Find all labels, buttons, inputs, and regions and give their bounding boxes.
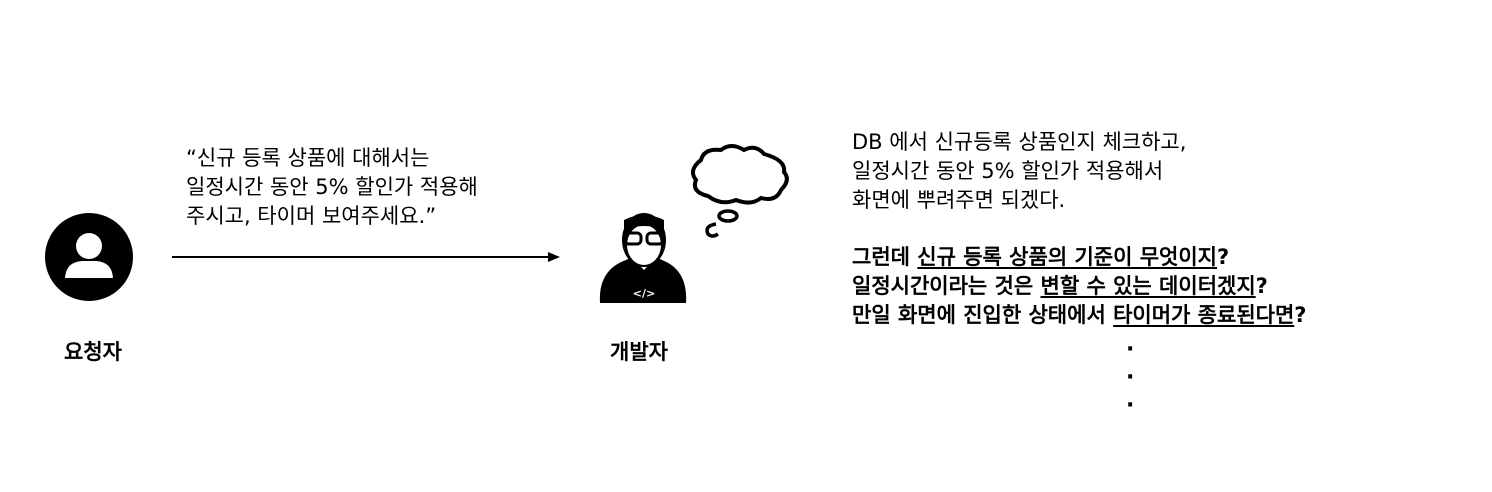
thought-line: DB 에서 신규등록 상품인지 체크하고,	[852, 130, 1187, 154]
request-arrow	[172, 252, 560, 262]
ellipsis: · · ·	[1126, 336, 1134, 420]
question-line: 그런데 신규 등록 상품의 기준이 무엇이지?	[852, 243, 1306, 272]
question-highlight: 타이머가 종료된다면	[1113, 303, 1295, 327]
question-mark: ?	[1217, 245, 1230, 269]
developer-questions: 그런데 신규 등록 상품의 기준이 무엇이지? 일정시간이라는 것은 변할 수 …	[852, 243, 1306, 330]
question-highlight: 신규 등록 상품의 기준이 무엇이지	[917, 245, 1218, 269]
request-line: 주시고, 타이머 보여주세요.”	[186, 204, 437, 228]
developer-label: 개발자	[610, 340, 668, 364]
ellipsis-dot: ·	[1126, 365, 1135, 390]
user-avatar-icon	[45, 213, 133, 301]
question-text: 일정시간이라는 것은	[852, 274, 1041, 298]
request-quote: “신규 등록 상품에 대해서는 일정시간 동안 5% 할인가 적용해 주시고, …	[186, 144, 478, 231]
request-line: 일정시간 동안 5% 할인가 적용해	[186, 175, 478, 199]
developer-thought: DB 에서 신규등록 상품인지 체크하고, 일정시간 동안 5% 할인가 적용해…	[852, 128, 1186, 215]
question-text: 만일 화면에 진입한 상태에서	[852, 303, 1114, 327]
developer-shirt-code: </>	[633, 287, 655, 300]
request-line: “신규 등록 상품에 대해서는	[186, 146, 430, 170]
ellipsis-dot: ·	[1126, 393, 1135, 418]
question-text: 그런데	[852, 245, 918, 269]
question-line: 일정시간이라는 것은 변할 수 있는 데이터겠지?	[852, 272, 1306, 301]
question-mark: ?	[1294, 303, 1307, 327]
developer-icon: </>	[599, 144, 789, 303]
thought-line: 화면에 뿌려주면 되겠다.	[852, 188, 1066, 212]
question-line: 만일 화면에 진입한 상태에서 타이머가 종료된다면?	[852, 301, 1306, 330]
ellipsis-dot: ·	[1126, 337, 1135, 362]
question-mark: ?	[1255, 274, 1268, 298]
requester-label: 요청자	[64, 340, 122, 364]
question-highlight: 변할 수 있는 데이터겠지	[1040, 274, 1256, 298]
thought-line: 일정시간 동안 5% 할인가 적용해서	[852, 159, 1164, 183]
